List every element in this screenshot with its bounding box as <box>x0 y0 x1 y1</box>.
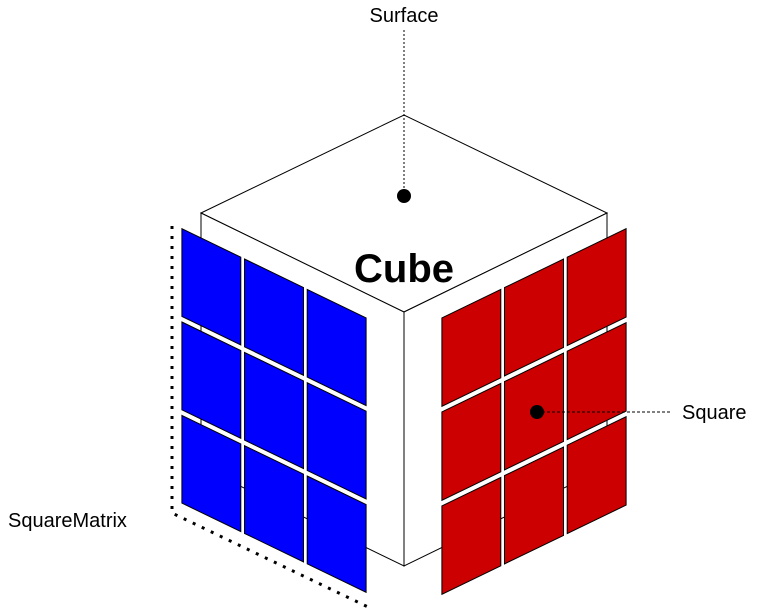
square-matrix-annotation: SquareMatrix <box>8 226 369 609</box>
left-square-r2-c2 <box>244 351 304 470</box>
square-label: Square <box>682 402 747 424</box>
right-square-r2-c1 <box>441 382 502 502</box>
right-square-r2-c3 <box>566 321 627 441</box>
right-square-r1-c3 <box>566 227 627 347</box>
left-square-r1-c3 <box>306 288 367 407</box>
square-matrix-right <box>441 227 627 596</box>
right-square-r1-c1 <box>441 288 502 408</box>
left-square-r1-c2 <box>244 258 304 377</box>
square-matrix-bracket <box>170 226 369 609</box>
left-square-r2-c3 <box>306 381 367 500</box>
left-square-r2-c1 <box>181 321 242 440</box>
surface-marker-dot <box>397 189 411 203</box>
surface-label: Surface <box>370 5 439 27</box>
square-marker-dot <box>530 405 544 419</box>
right-square-r3-c1 <box>441 476 502 596</box>
right-square-r1-c2 <box>504 258 564 377</box>
square-matrix-left <box>181 227 367 594</box>
right-square-r3-c2 <box>504 446 564 565</box>
surface-annotation: Surface <box>370 5 439 203</box>
left-square-r1-c1 <box>181 227 242 346</box>
left-square-r3-c3 <box>306 475 367 594</box>
cube-title: Cube <box>354 247 454 291</box>
square-matrix-label: SquareMatrix <box>8 510 127 532</box>
right-square-r3-c3 <box>566 415 627 535</box>
left-square-r3-c2 <box>244 444 304 563</box>
left-square-r3-c1 <box>181 414 242 533</box>
square-annotation: Square <box>530 402 747 424</box>
